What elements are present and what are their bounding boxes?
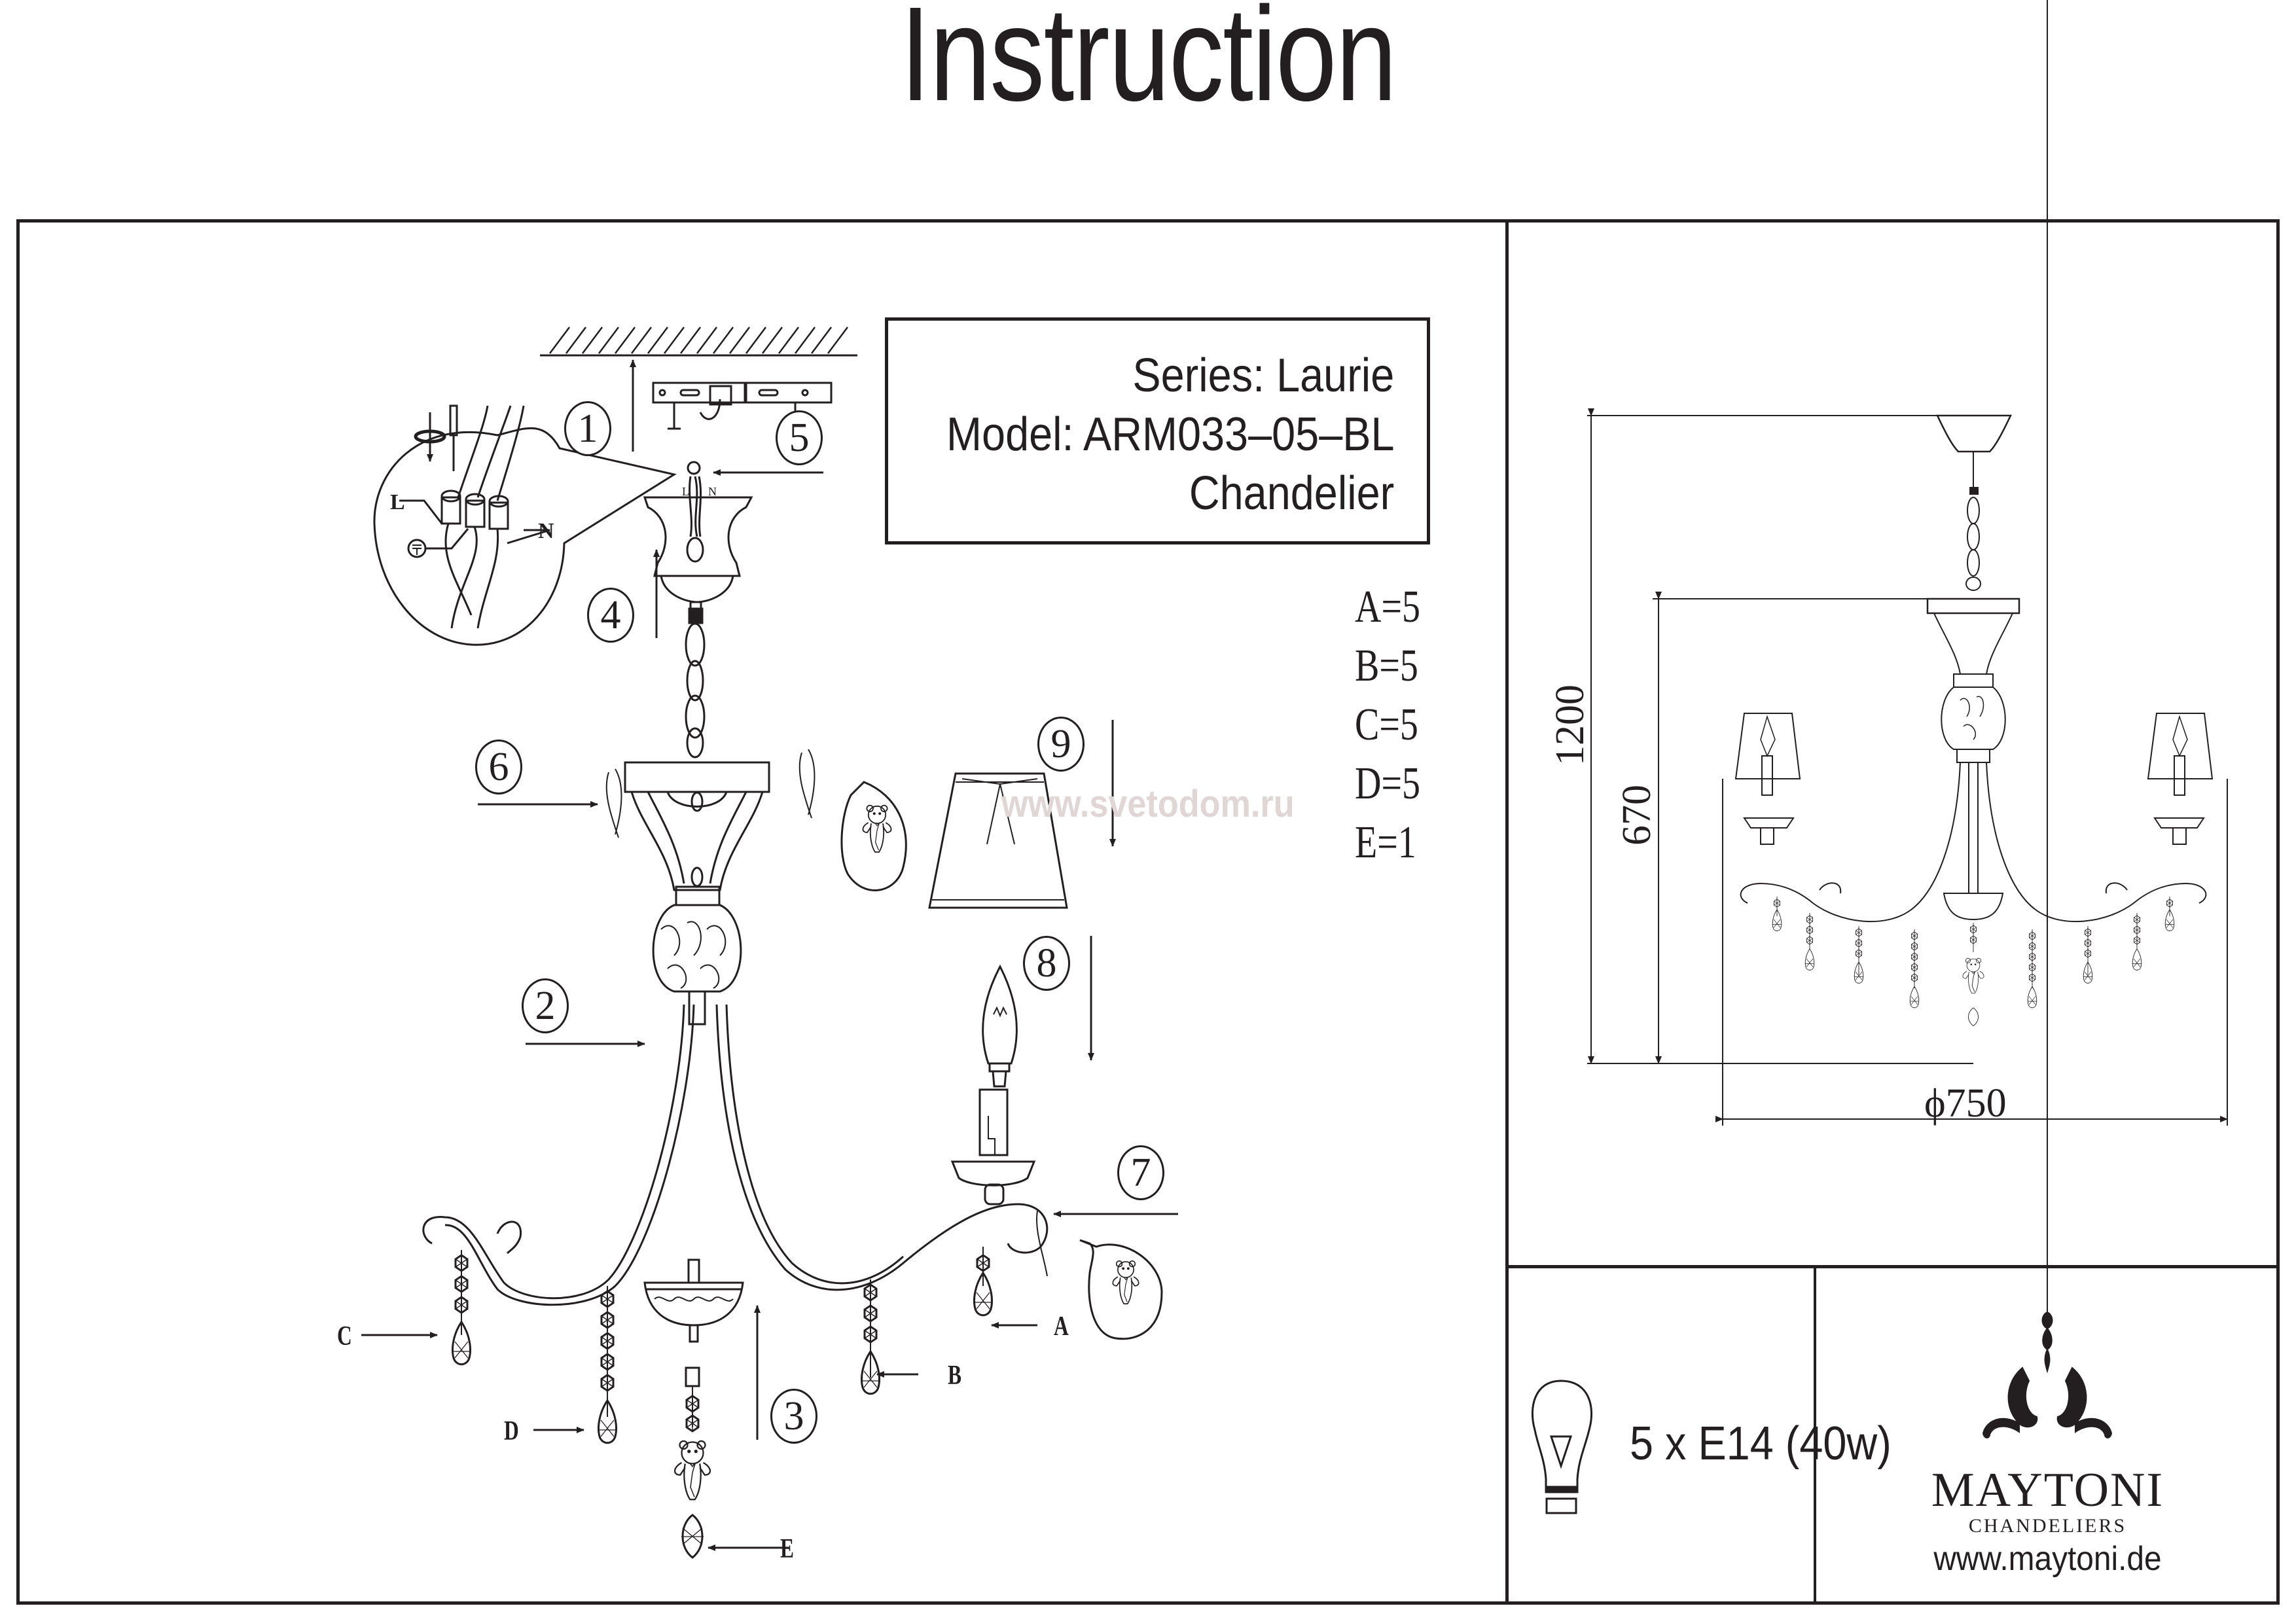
- brand-website: www.maytoni.de: [1933, 1540, 2162, 1578]
- lampshade: [928, 772, 1068, 909]
- pendant-d: [597, 1286, 618, 1444]
- step-6-marker: 6: [475, 740, 522, 794]
- parts-list-item: E=1: [1355, 817, 1416, 868]
- parts-list-item: D=5: [1355, 758, 1421, 809]
- pendant-label-d: D: [504, 1416, 519, 1446]
- bulb-icon: [1531, 1380, 1592, 1514]
- dimension-diameter: ϕ750: [1924, 1081, 2007, 1126]
- step-5-marker: 5: [776, 410, 823, 465]
- bulb-spec: 5 x E14 (40w): [1630, 1418, 1892, 1470]
- step-2-marker: 2: [522, 978, 569, 1033]
- page-title: Instruction: [900, 0, 1397, 129]
- step-3-marker: 3: [770, 1389, 817, 1444]
- pendant-b: [860, 1279, 881, 1395]
- dim-pendants: [1772, 897, 2175, 1027]
- model-label: Model: ARM033–05–BL: [946, 408, 1394, 461]
- dimension-total-height: 1200: [1548, 685, 1592, 766]
- logo-divider: [1814, 1265, 1816, 1605]
- pendant-label-e: E: [780, 1534, 795, 1564]
- vertical-divider: [1505, 219, 1509, 1605]
- candle-sleeve: [950, 1088, 1036, 1205]
- parts-list-item: B=5: [1355, 641, 1418, 691]
- step-4-marker: 4: [587, 588, 634, 643]
- pendant-e: [673, 1366, 711, 1559]
- horizontal-divider: [1505, 1265, 2280, 1268]
- series-label: Series: Laurie: [1132, 349, 1394, 402]
- pendant-c: [451, 1250, 472, 1366]
- step-7-marker: 7: [1117, 1145, 1164, 1200]
- central-body: [605, 749, 816, 1026]
- watermark: www.svetodom.ru: [1001, 783, 1295, 825]
- product-type-label: Chandelier: [1189, 467, 1394, 520]
- pendant-a: [973, 1247, 994, 1317]
- brand-name: MAYTONI: [1931, 1463, 2164, 1517]
- pendant-label-b: B: [948, 1361, 962, 1391]
- neutral-label: N: [538, 519, 554, 543]
- svg-text:L: L: [682, 485, 689, 498]
- teddy-bear-badge: [840, 781, 907, 891]
- step-1-marker: 1: [564, 401, 611, 456]
- step-8-marker: 8: [1023, 936, 1070, 991]
- svg-text:N: N: [708, 485, 717, 498]
- pendant-label-a: A: [1054, 1311, 1069, 1342]
- parts-list-item: C=5: [1355, 700, 1418, 750]
- dimension-drawing: [1587, 408, 2228, 1126]
- chain: [685, 607, 706, 758]
- parts-list-item: A=5: [1355, 582, 1421, 632]
- brand-subtitle: CHANDELIERS: [1968, 1515, 2127, 1537]
- chandelier-logo-icon: [1982, 0, 2113, 1438]
- arms: [422, 1004, 1049, 1343]
- dimension-body-height: 670: [1615, 785, 1659, 846]
- canopy: L N: [643, 461, 753, 623]
- wiring-detail: [373, 404, 677, 646]
- step-9-marker: 9: [1037, 717, 1085, 772]
- outer-frame: [16, 219, 2280, 1605]
- pendant-label-c: C: [337, 1321, 352, 1351]
- live-label: L: [390, 490, 405, 514]
- teddy-bear-badge: [1079, 1239, 1163, 1340]
- candle-bulb: [982, 964, 1018, 1088]
- ceiling: [540, 327, 857, 357]
- product-info-box: Series: Laurie Model: ARM033–05–BL Chand…: [885, 317, 1430, 544]
